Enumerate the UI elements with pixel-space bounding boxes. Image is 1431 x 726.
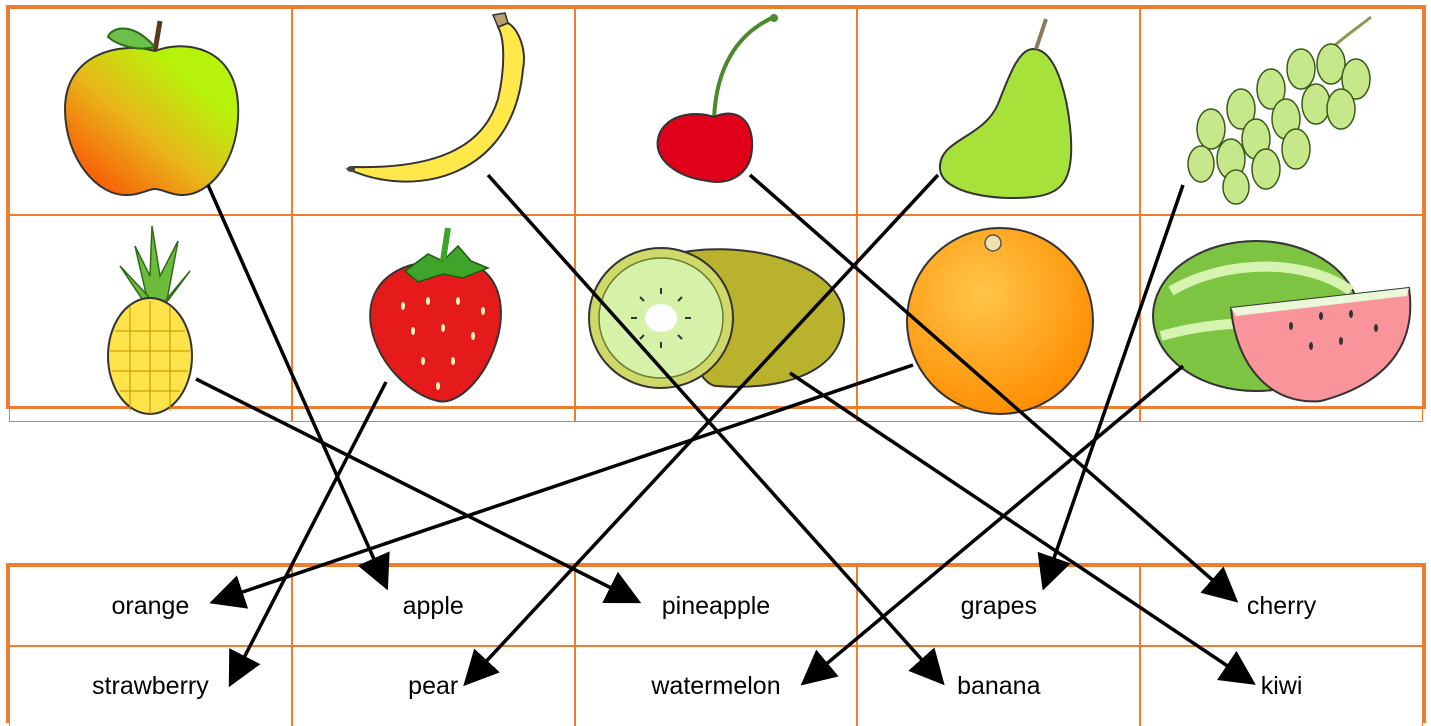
word-label: kiwi (1260, 672, 1303, 700)
picture-cell-strawberry[interactable] (291, 215, 575, 422)
word-cell[interactable]: watermelon (574, 646, 858, 726)
apple-icon (63, 20, 240, 197)
strawberry-icon (369, 227, 502, 403)
picture-cell-watermelon[interactable] (1140, 215, 1423, 422)
banana-icon (345, 12, 525, 183)
word-label: pear (408, 672, 459, 700)
grapes-icon (1187, 15, 1373, 205)
word-cell[interactable]: kiwi (1140, 646, 1423, 726)
word-cell[interactable]: strawberry (9, 646, 292, 726)
word-label: banana (957, 672, 1041, 700)
kiwi-icon (587, 247, 845, 389)
pear-icon (939, 18, 1073, 200)
picture-cell-kiwi[interactable] (574, 215, 858, 422)
word-label: cherry (1246, 591, 1317, 620)
word-cell[interactable]: grapes (857, 566, 1141, 646)
word-cell[interactable]: pear (291, 646, 575, 726)
picture-cell-orange[interactable] (857, 215, 1141, 422)
word-cell[interactable]: orange (9, 566, 292, 646)
word-label: apple (402, 591, 464, 620)
word-label: grapes (960, 591, 1038, 620)
word-cell[interactable]: apple (291, 566, 575, 646)
word-cell[interactable]: cherry (1140, 566, 1423, 646)
word-label: watermelon (651, 672, 781, 700)
pineapple-icon (107, 225, 193, 415)
watermelon-icon (1152, 240, 1412, 403)
word-label: pineapple (661, 591, 771, 620)
orange-icon (906, 227, 1095, 415)
picture-cell-pineapple[interactable] (9, 215, 292, 422)
word-cell[interactable]: banana (857, 646, 1141, 726)
picture-cell-apple[interactable] (9, 8, 292, 215)
word-cell[interactable]: pineapple (574, 566, 858, 646)
word-label: orange (111, 591, 190, 620)
cherry-icon (656, 14, 778, 183)
picture-cell-banana[interactable] (291, 8, 575, 215)
picture-cell-grapes[interactable] (1140, 8, 1423, 215)
picture-grid (6, 5, 1426, 422)
picture-cell-pear[interactable] (857, 8, 1141, 215)
picture-cell-cherry[interactable] (574, 8, 858, 215)
word-grid: orange apple pineapple grapes cherry str… (6, 563, 1426, 726)
word-label: strawberry (92, 672, 209, 700)
